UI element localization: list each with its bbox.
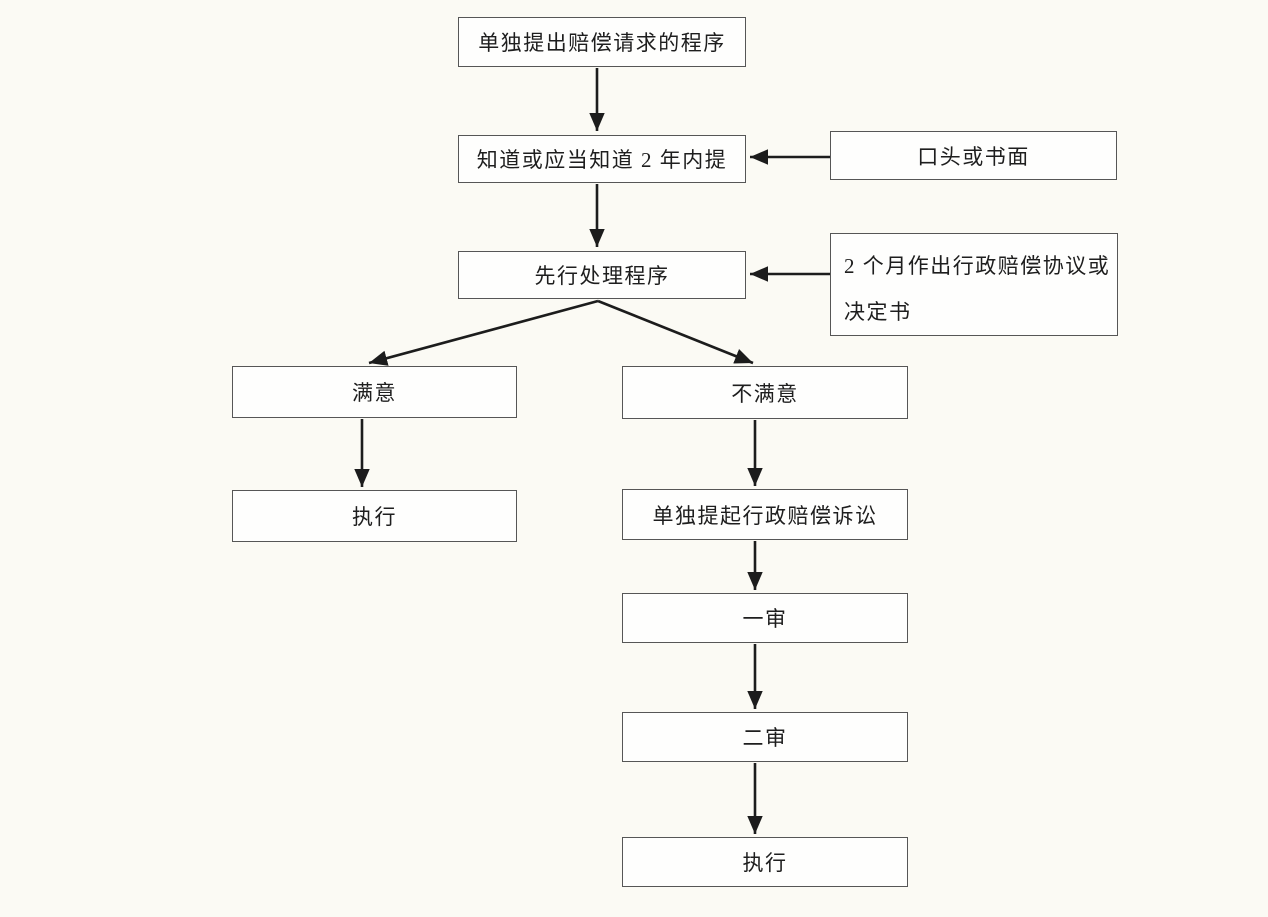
node-prior-procedure: 先行处理程序 <box>458 251 746 299</box>
node-start: 单独提出赔偿请求的程序 <box>458 17 746 67</box>
node-lawsuit-label: 单独提起行政赔偿诉讼 <box>652 503 878 528</box>
node-second-instance: 二审 <box>622 712 908 762</box>
node-two-months-line1: 2 个月作出行政赔偿协议或 <box>844 254 1111 278</box>
node-unsatisfied-label: 不满意 <box>731 381 799 406</box>
arrow-prior-to-unsatisfied <box>597 299 754 365</box>
node-execute-left-label: 执行 <box>352 505 397 529</box>
arrow-prior-to-satisfied <box>368 299 599 366</box>
node-two-months: 2 个月作出行政赔偿协议或 决定书 <box>830 233 1118 336</box>
cropped-text-artifact <box>116 0 190 5</box>
node-deadline-label: 知道或应当知道 2 年内提 <box>476 148 728 172</box>
node-second-instance-label: 二审 <box>742 726 788 750</box>
node-execute-right: 执行 <box>622 837 908 887</box>
node-execute-right-label: 执行 <box>742 851 788 875</box>
node-lawsuit: 单独提起行政赔偿诉讼 <box>622 489 908 540</box>
node-oral-written-label: 口头或书面 <box>917 144 1030 169</box>
node-oral-written: 口头或书面 <box>830 131 1117 180</box>
node-execute-left: 执行 <box>232 490 517 542</box>
node-first-instance-label: 一审 <box>742 607 788 631</box>
node-satisfied-label: 满意 <box>352 381 397 405</box>
node-first-instance: 一审 <box>622 593 908 643</box>
node-two-months-line2: 决定书 <box>844 300 912 324</box>
node-deadline: 知道或应当知道 2 年内提 <box>458 135 746 183</box>
node-satisfied: 满意 <box>232 366 517 418</box>
node-prior-procedure-label: 先行处理程序 <box>534 264 670 288</box>
node-unsatisfied: 不满意 <box>622 366 908 419</box>
node-start-label: 单独提出赔偿请求的程序 <box>478 31 726 55</box>
